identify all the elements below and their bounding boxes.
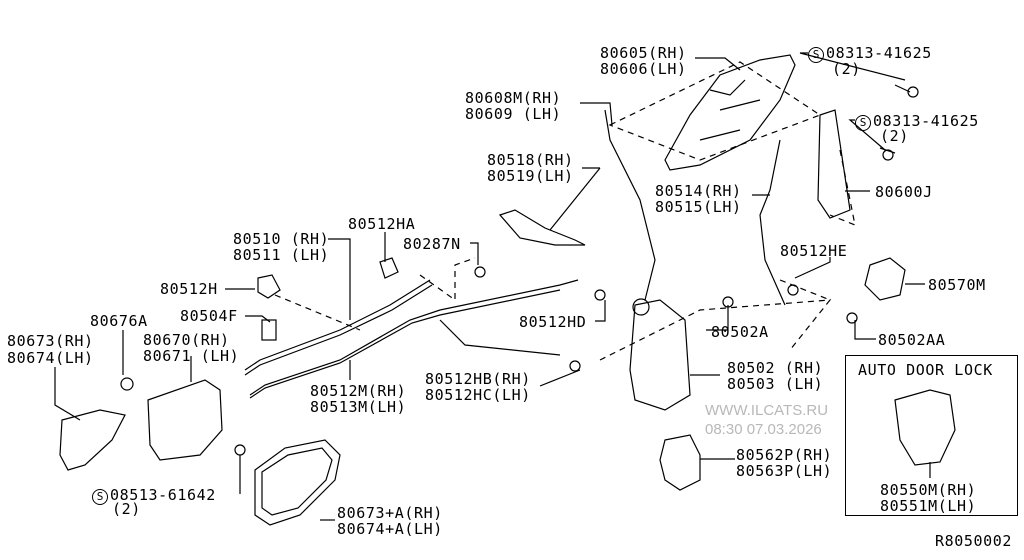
label-80512M: 80512M(RH)	[310, 382, 407, 400]
label-80503: 80503 (LH)	[727, 375, 824, 393]
label-80287N: 80287N	[403, 235, 461, 253]
label-80512HA: 80512HA	[348, 215, 416, 233]
label-80519: 80519(LH)	[487, 167, 574, 185]
label-80670: 80670(RH)	[143, 331, 230, 349]
label-80510: 80510 (RH)	[233, 230, 330, 248]
part-80512HB	[569, 360, 581, 372]
leader-lines	[54, 52, 931, 521]
part-80673A-inner	[261, 447, 333, 516]
part-80600J	[817, 109, 851, 219]
label-80515: 80515(LH)	[655, 198, 742, 216]
label-80673: 80673(RH)	[7, 332, 94, 350]
label-bolt1-qty: (2)	[832, 60, 861, 78]
screw-number: 08513-61642	[110, 486, 216, 504]
label-80674A: 80674+A(LH)	[337, 520, 443, 538]
auto-door-lock-inset	[845, 355, 1018, 516]
label-80600J: 80600J	[875, 183, 933, 201]
part-80673A-bezel	[254, 439, 341, 526]
label-80512HB: 80512HB(RH)	[425, 370, 531, 388]
label-80606: 80606(LH)	[600, 60, 687, 78]
part-80504F	[261, 319, 277, 341]
s-symbol: S	[855, 115, 871, 131]
part-80512HA	[379, 257, 399, 279]
label-80551M: 80551M(LH)	[880, 497, 977, 515]
label-80513M: 80513M(LH)	[310, 398, 407, 416]
watermark-site: WWW.ILCATS.RU	[705, 402, 829, 419]
label-80674: 80674(LH)	[7, 349, 94, 367]
bolt2-number: 08313-41625	[873, 112, 979, 130]
label-80608M: 80608M(RH)	[465, 89, 562, 107]
label-80511: 80511 (LH)	[233, 246, 330, 264]
part-lock-cap	[632, 298, 650, 316]
label-80605: 80605(RH)	[600, 44, 687, 62]
label-80562P: 80562P(RH)	[736, 446, 833, 464]
label-80609: 80609 (LH)	[465, 105, 562, 123]
part-door-lock	[629, 299, 691, 411]
screw-80502A	[722, 296, 734, 308]
part-80676A	[120, 377, 134, 391]
part-80512HE	[787, 284, 799, 296]
label-80676A: 80676A	[90, 312, 148, 330]
diagram-code: R8050002	[935, 532, 1013, 550]
label-80518: 80518(RH)	[487, 151, 574, 169]
label-80502AA: 80502AA	[878, 331, 946, 349]
label-80512HD: 80512HD	[519, 313, 587, 331]
label-80514: 80514(RH)	[655, 182, 742, 200]
label-80512HE: 80512HE	[780, 242, 848, 260]
screw-08513	[234, 444, 246, 456]
label-80504F: 80504F	[180, 307, 238, 325]
label-80512H: 80512H	[160, 280, 218, 298]
part-80570M	[864, 257, 906, 301]
bolt-head-2	[882, 149, 894, 161]
s-symbol: S	[808, 47, 824, 63]
s-symbol: S	[92, 489, 108, 505]
part-80673-escutcheon	[59, 409, 126, 471]
label-80671: 80671 (LH)	[143, 347, 240, 365]
screw-80502AA	[846, 312, 858, 324]
part-inner-handle	[147, 379, 223, 461]
part-80287N	[474, 266, 486, 278]
bolt1-number: 08313-41625	[826, 44, 932, 62]
part-80550M-actuator	[894, 389, 956, 466]
label-80502: 80502 (RH)	[727, 359, 824, 377]
bolt-head-1	[907, 86, 919, 98]
part-80518	[498, 209, 586, 246]
label-bolt2-qty: (2)	[880, 127, 909, 145]
part-outer-handle	[664, 54, 796, 171]
inset-title: AUTO DOOR LOCK	[858, 361, 993, 379]
part-80512HD	[594, 289, 606, 301]
label-80570M: 80570M	[928, 276, 986, 294]
label-80502A: 80502A	[711, 323, 769, 341]
part-80512H	[257, 274, 281, 299]
label-80563P: 80563P(LH)	[736, 462, 833, 480]
part-80562P	[659, 434, 701, 491]
label-80512HC: 80512HC(LH)	[425, 386, 531, 404]
watermark-timestamp: 08:30 07.03.2026	[705, 421, 822, 438]
label-80673A: 80673+A(RH)	[337, 504, 443, 522]
rods	[244, 109, 786, 399]
label-screw-qty: (2)	[112, 500, 141, 518]
label-80550M: 80550M(RH)	[880, 481, 977, 499]
